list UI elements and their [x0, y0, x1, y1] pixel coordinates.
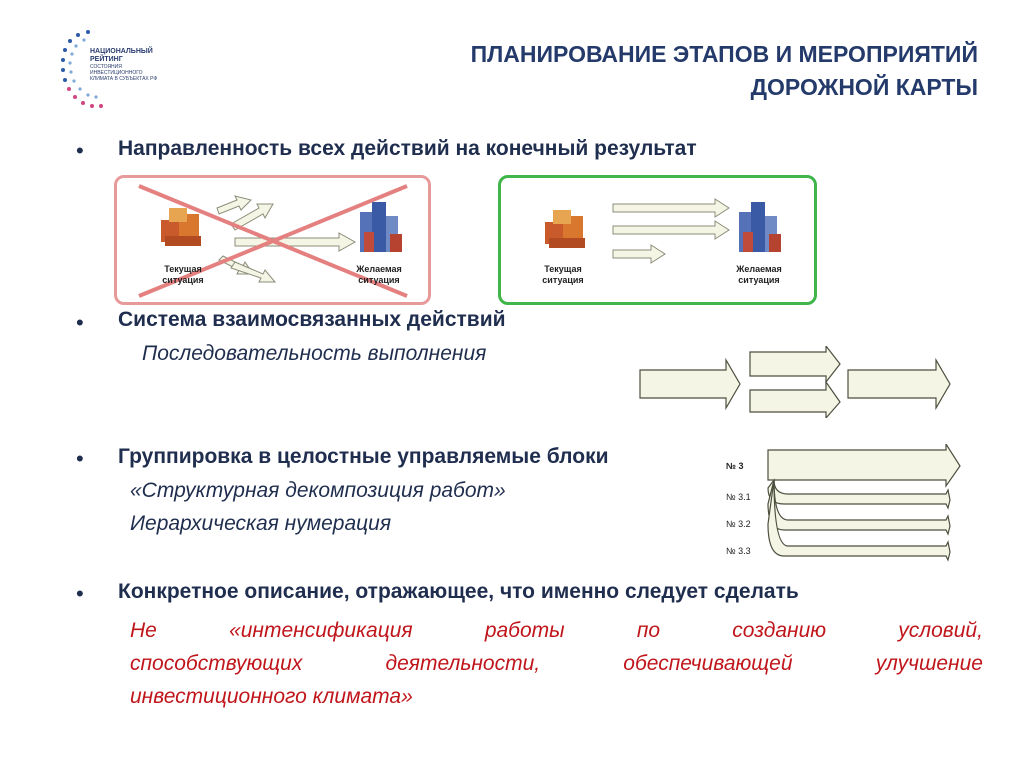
logo: НАЦИОНАЛЬНЫЙ РЕЙТИНГ СОСТОЯНИЯ ИНВЕСТИЦИ…: [58, 26, 173, 116]
wbs-diagram: № 3 № 3.1 № 3.2 № 3.3: [720, 444, 965, 562]
bullet-2: •: [76, 310, 84, 335]
example-line-3: инвестиционного климата»: [130, 685, 413, 708]
title-line-1: ПЛАНИРОВАНИЕ ЭТАПОВ И МЕРОПРИЯТИЙ: [470, 41, 978, 67]
section3-sub-1: «Структурная декомпозиция работ»: [130, 479, 506, 502]
sequence-arrows-diagram: [639, 346, 951, 418]
example-word: способствующих: [130, 652, 303, 675]
scattered-arrows-diagram: [138, 184, 408, 298]
example-word: обеспечивающей: [623, 652, 793, 675]
example-word: созданию: [732, 619, 827, 642]
current-building-icon: [545, 210, 585, 248]
good-approach-box: Текущая ситуация Желаемая ситуация: [498, 175, 817, 305]
wbs-number-3-1: № 3.1: [726, 492, 751, 502]
section4-example: Не «интенсификация работы по созданию ус…: [130, 614, 983, 713]
section2-heading: Система взаимосвязанных действий: [118, 308, 506, 331]
current-building-icon: [161, 208, 201, 246]
bullet-3: •: [76, 446, 84, 471]
example-word: по: [636, 619, 661, 642]
section4-heading: Конкретное описание, отражающее, что име…: [118, 580, 799, 603]
section2-sub: Последовательность выполнения: [142, 342, 487, 365]
seq-arrow-1: [639, 357, 741, 411]
example-word: деятельности,: [385, 652, 541, 675]
section3-heading: Группировка в целостные управляемые блок…: [118, 445, 609, 468]
example-word: работы: [484, 619, 565, 642]
section1-heading: Направленность всех действий на конечный…: [118, 137, 697, 160]
bullet-1: •: [76, 138, 84, 163]
section3-sub-2: Иерархическая нумерация: [130, 512, 392, 535]
wbs-number-3: № 3: [726, 461, 744, 471]
logo-text-2: РЕЙТИНГ: [90, 56, 123, 63]
wbs-number-3-3: № 3.3: [726, 546, 751, 556]
page-title: ПЛАНИРОВАНИЕ ЭТАПОВ И МЕРОПРИЯТИЙ ДОРОЖН…: [471, 38, 978, 104]
bullet-4: •: [76, 581, 84, 606]
seq-arrow-3: [749, 380, 841, 418]
logo-text-4: ИНВЕСТИЦИОННОГО: [90, 70, 143, 76]
logo-text-5: КЛИМАТА В СУБЪЕКТАХ РФ: [90, 76, 158, 82]
bad-desired-label: Желаемая ситуация: [356, 264, 402, 285]
logo-dots-icon: [61, 30, 103, 108]
desired-building-icon: [360, 202, 402, 252]
title-line-2: ДОРОЖНОЙ КАРТЫ: [750, 74, 978, 100]
seq-arrow-4: [847, 357, 951, 411]
example-word: «интенсификация: [229, 619, 413, 642]
wbs-arrow-main: [767, 444, 961, 488]
bad-current-label: Текущая ситуация: [162, 264, 204, 285]
wbs-arrow-3-1: [767, 478, 951, 510]
logo-text-3: СОСТОЯНИЯ: [90, 64, 122, 70]
wbs-number-3-2: № 3.2: [726, 519, 751, 529]
good-desired-label: Желаемая ситуация: [736, 264, 782, 285]
logo-text-1: НАЦИОНАЛЬНЫЙ: [90, 48, 153, 55]
direct-arrows-diagram: [545, 198, 781, 264]
example-line-1: Не «интенсификация работы по созданию ус…: [130, 614, 983, 647]
example-word: условий,: [898, 619, 983, 642]
bad-approach-box: Текущая ситуация Желаемая ситуация: [114, 175, 431, 305]
wbs-arrow-3-3: [767, 479, 951, 562]
wbs-arrow-3-2: [767, 479, 951, 536]
seq-arrow-2: [749, 346, 841, 384]
example-word: Не: [130, 619, 157, 642]
desired-building-icon: [739, 202, 781, 252]
good-current-label: Текущая ситуация: [542, 264, 584, 285]
example-line-2: способствующих деятельности, обеспечиваю…: [130, 647, 983, 680]
example-word: улучшение: [875, 652, 983, 675]
